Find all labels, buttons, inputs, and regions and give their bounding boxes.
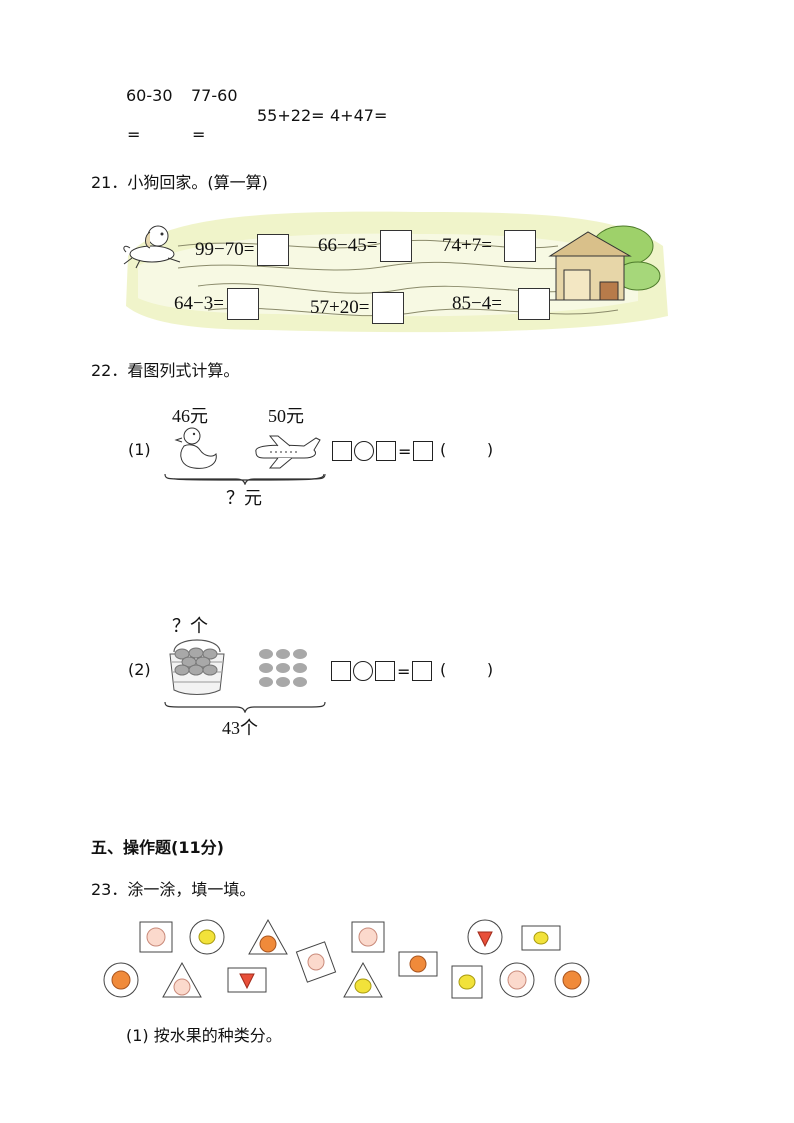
house-icon xyxy=(538,225,661,301)
dog-eq-2-text: 66−45= xyxy=(318,235,378,256)
dog-eq-3-text: 74+7= xyxy=(442,235,492,256)
triangle-orange-icon[interactable] xyxy=(248,918,288,955)
section-5-heading: 五、操作题(11分) xyxy=(91,838,224,857)
formula-2-box-b[interactable] xyxy=(375,661,395,681)
duck-price: 46元 xyxy=(172,406,208,426)
expr-4-47: 4+47= xyxy=(330,106,388,125)
formula-2-equals: = xyxy=(397,661,411,681)
q22-part-2-unit-paren[interactable]: ( ) xyxy=(440,660,494,679)
square-peach-icon[interactable] xyxy=(351,921,385,953)
q22-part-2-picture xyxy=(168,632,318,698)
tilted-square-peach-icon[interactable] xyxy=(295,941,337,983)
dog-eq-6-text: 85−4= xyxy=(452,293,502,314)
circle-peach-icon[interactable] xyxy=(499,962,535,998)
formula-2-box-result[interactable] xyxy=(412,661,433,681)
duck-icon xyxy=(174,427,217,469)
q22-part-1-unit-paren[interactable]: ( ) xyxy=(440,440,494,459)
q23-sub-question-1: (1) 按水果的种类分。 xyxy=(126,1026,282,1045)
formula-1-equals: = xyxy=(398,441,412,461)
q22-part-2-label: (2) xyxy=(128,660,151,679)
dog-eq-4-text: 64−3= xyxy=(174,293,224,314)
formula-2-box-a[interactable] xyxy=(331,661,351,681)
q22-part-1-total: ？元 xyxy=(226,488,262,508)
formula-1-box-a[interactable] xyxy=(332,441,352,461)
circle-lemon-icon[interactable] xyxy=(189,919,225,955)
dog-eq-2-answer-box[interactable] xyxy=(380,230,413,262)
expr-77-60-equals: = xyxy=(192,125,206,144)
question-23-title: 23．涂一涂，填一填。 xyxy=(91,880,256,899)
dog-eq-1: 99−70= xyxy=(195,234,290,266)
dog-eq-4-answer-box[interactable] xyxy=(226,288,259,320)
q22-part-1-label: (1) xyxy=(128,440,151,459)
expr-55-22: 55+22= xyxy=(257,106,325,125)
square-lemon-icon[interactable] xyxy=(451,965,483,999)
q22-part-2-total: 43个 xyxy=(222,718,258,738)
question-22-title: 22．看图列式计算。 xyxy=(91,361,240,380)
dog-eq-5-answer-box[interactable] xyxy=(372,292,405,324)
formula-1-operator-circle[interactable] xyxy=(354,441,374,461)
dog-eq-1-text: 99−70= xyxy=(195,239,255,260)
formula-2-operator-circle[interactable] xyxy=(353,661,373,681)
expr-60-30: 60-30 xyxy=(126,86,173,105)
dog-eq-1-answer-box[interactable] xyxy=(257,234,290,266)
formula-1-box-result[interactable] xyxy=(413,441,434,461)
rectangle-orange-icon[interactable] xyxy=(398,951,438,977)
expr-60-30-equals: = xyxy=(127,125,141,144)
rectangle-strawberry-icon[interactable] xyxy=(227,967,267,993)
dog-eq-2: 66−45= xyxy=(318,230,413,262)
circle-strawberry-icon[interactable] xyxy=(467,919,503,955)
dog-eq-5: 57+20= xyxy=(310,292,405,324)
dog-eq-3: 74+7= xyxy=(442,230,536,262)
loose-eggs-icon xyxy=(259,649,307,687)
expr-77-60: 77-60 xyxy=(191,86,238,105)
airplane-icon xyxy=(255,435,321,469)
dog-eq-3-answer-box[interactable] xyxy=(503,230,536,262)
q22-part-1-brace xyxy=(164,470,326,486)
triangle-peach-icon[interactable] xyxy=(162,961,202,998)
formula-1-box-b[interactable] xyxy=(376,441,396,461)
dog-eq-6: 85−4= xyxy=(452,288,550,320)
circle-orange-icon[interactable] xyxy=(103,962,139,998)
rectangle-lemon-icon[interactable] xyxy=(521,925,561,951)
dog-icon xyxy=(123,225,181,269)
triangle-lemon-icon[interactable] xyxy=(343,961,383,998)
basket-icon xyxy=(169,639,225,695)
dog-eq-5-text: 57+20= xyxy=(310,297,370,318)
dog-eq-6-answer-box[interactable] xyxy=(517,288,550,320)
q22-part-1-formula: = xyxy=(332,441,434,461)
square-peach-icon[interactable] xyxy=(139,921,173,953)
circle-orange-icon[interactable] xyxy=(554,962,590,998)
dog-eq-4: 64−3= xyxy=(174,288,259,320)
question-21-title: 21．小狗回家。(算一算) xyxy=(91,173,268,192)
q22-part-2-formula: = xyxy=(331,661,433,681)
q22-part-2-unknown: ？个 xyxy=(172,616,208,636)
plane-price: 50元 xyxy=(268,406,304,426)
q22-part-2-brace xyxy=(164,698,326,714)
fruit-shapes-area xyxy=(100,914,600,1004)
